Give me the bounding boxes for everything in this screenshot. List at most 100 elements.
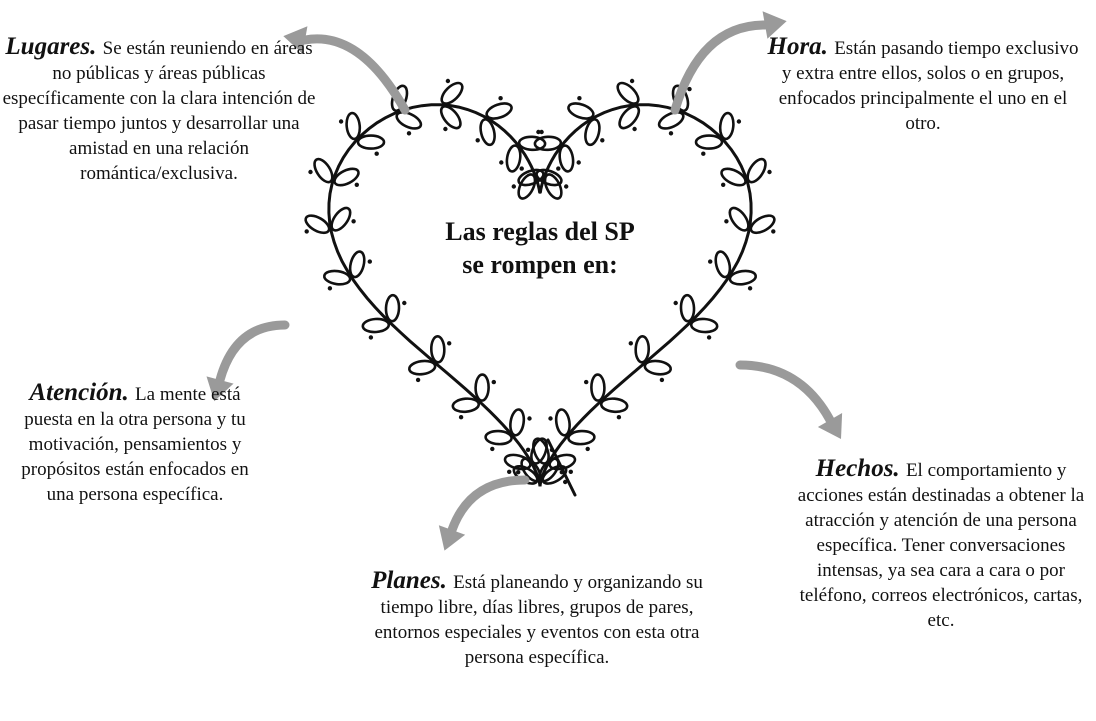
wreath-dot: [507, 469, 512, 474]
wreath-leaf: [679, 293, 696, 323]
curved-arrow-icon: [300, 34, 410, 115]
wreath-leaf: [451, 397, 481, 414]
wreath-leaf: [517, 135, 547, 152]
wreath-dot: [499, 160, 504, 165]
center-title: Las reglas del SP se rompen en:: [390, 215, 690, 281]
atencion-title: Atención.: [29, 379, 136, 406]
wreath-dot: [327, 286, 333, 291]
wreath-dot: [447, 341, 452, 346]
wreath-leaf: [322, 269, 352, 286]
wreath-leaf: [304, 214, 331, 235]
wreath-dot: [415, 377, 421, 383]
arrow-head-icon: [206, 376, 234, 402]
wreath-dot: [701, 151, 706, 156]
wreath-dot: [673, 300, 678, 306]
wreath-dot: [577, 96, 582, 101]
lugares-text: Se están reuniendo en áreas no públicas …: [2, 38, 316, 184]
wreath-leaf: [484, 429, 513, 446]
wreath-dot: [368, 335, 374, 340]
wreath-dot: [498, 96, 503, 101]
wreath-leaf: [657, 111, 685, 130]
wreath-dot: [445, 78, 451, 84]
wreath-dot: [308, 169, 313, 175]
wreath-leaf: [407, 359, 437, 376]
wreath-leaf: [384, 293, 401, 323]
hora-text: Están pasando tiempo exclusivo y extra e…: [778, 38, 1079, 134]
wreath-dot: [475, 138, 480, 143]
wreath-leaf: [509, 408, 526, 437]
wreath-dot: [536, 129, 541, 135]
wreath-dot: [354, 182, 359, 187]
wreath-leaf: [333, 167, 360, 187]
wreath-leaf: [728, 269, 758, 286]
wreath-dot: [600, 138, 605, 143]
wreath-dot: [511, 184, 516, 189]
wreath-dot: [628, 341, 633, 346]
wreath-dot: [443, 126, 448, 132]
wreath-leaf: [474, 373, 490, 402]
wreath-dot: [687, 86, 692, 92]
wreath-dot: [406, 131, 412, 136]
planes-text: Está planeando y organizando su tiempo l…: [374, 572, 703, 668]
wreath-leaf: [517, 168, 545, 187]
wreath-leaf: [532, 437, 550, 465]
wreath-stem: [327, 103, 542, 488]
wreath-dot: [721, 182, 726, 187]
curved-arrow-icon: [215, 320, 290, 385]
wreath-leaf: [535, 168, 563, 187]
wreath-leaf: [330, 206, 352, 232]
wreath-tail: [546, 438, 577, 497]
wreath-dot: [724, 219, 729, 224]
wreath-dot: [304, 229, 309, 234]
wreath-stem: [538, 103, 753, 488]
hora-title: Hora.: [767, 33, 835, 60]
wreath-leaf: [517, 173, 537, 200]
center-title-line-2: se rompen en:: [462, 250, 618, 279]
wreath-leaf: [520, 457, 542, 483]
wreath-leaf: [505, 144, 522, 173]
curved-arrows: [206, 11, 843, 551]
wreath-leaf: [643, 359, 673, 376]
wreath-dot: [771, 229, 776, 234]
wreath-leaf: [714, 250, 732, 279]
wreath-dot: [516, 470, 521, 475]
wreath-dot: [668, 131, 674, 136]
wreath-dot: [338, 119, 344, 124]
wreath-dot: [525, 447, 531, 452]
wreath-dot: [563, 479, 568, 485]
arrow-head-icon: [283, 26, 308, 54]
wreath-leaf: [503, 453, 532, 471]
planes-block: Planes. Está planeando y organizando su …: [366, 568, 708, 670]
wreath-dot: [576, 160, 581, 165]
lugares-block: Lugares. Se están reuniendo en áreas no …: [0, 34, 318, 186]
wreath-leaf: [548, 453, 577, 471]
hora-block: Hora. Están pasando tiempo exclusivo y e…: [764, 34, 1082, 136]
wreath-leaf: [567, 102, 595, 120]
wreath-dot: [548, 416, 553, 421]
wreath-leaf: [746, 157, 767, 184]
wreath-leaf: [558, 144, 575, 173]
wreath-leaf: [395, 111, 423, 130]
planes-title: Planes.: [371, 567, 454, 594]
wreath-leaf: [584, 118, 601, 147]
wreath-dot: [351, 219, 356, 224]
wreath-leaf: [599, 397, 629, 414]
hechos-block: Hechos. El comportamiento y acciones est…: [790, 456, 1092, 633]
wreath-dot: [367, 259, 372, 264]
wreath-dot: [458, 415, 464, 420]
wreath-dot: [556, 166, 561, 171]
wreath-dot: [527, 416, 532, 421]
wreath-dot: [706, 335, 712, 340]
wreath-dot: [568, 469, 573, 474]
wreath-leaf: [485, 102, 513, 120]
wreath-dot: [402, 300, 407, 306]
wreath-leaf: [313, 157, 334, 184]
wreath-dot: [584, 379, 589, 385]
wreath-leaf: [554, 408, 571, 437]
wreath-leaf: [567, 429, 596, 446]
wreath-leaf: [429, 335, 446, 364]
wreath-leaf: [590, 373, 606, 402]
wreath-dot: [564, 184, 569, 189]
wreath-dot: [585, 446, 590, 452]
